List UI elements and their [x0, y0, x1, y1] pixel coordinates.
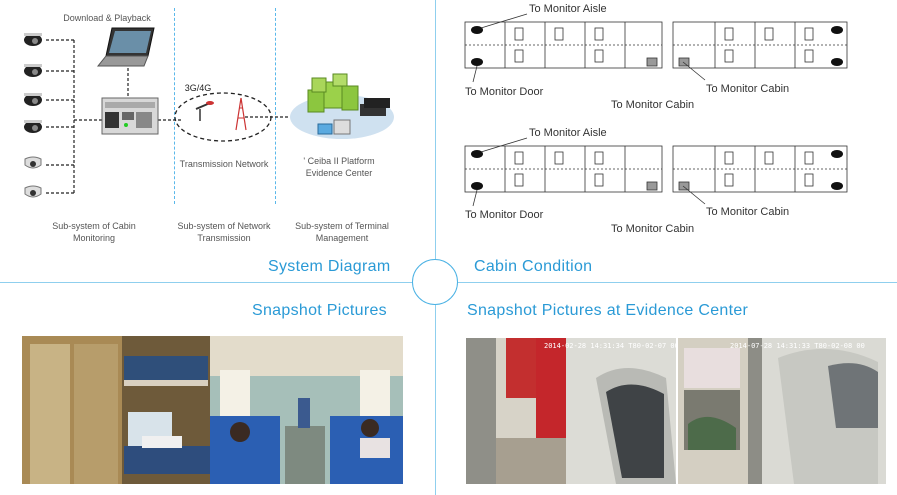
evidence-center-icon: [290, 73, 394, 139]
monitor-cabin-mid-label-2: To Monitor Cabin: [611, 223, 695, 235]
pointer-lines-row-2: [472, 137, 706, 207]
separator-dash-2: [275, 8, 276, 204]
dome-camera-icons: [24, 33, 42, 198]
laptop-icon: [96, 27, 155, 67]
terminal-subsystem-line-2: Management: [315, 233, 369, 243]
monitor-cabin-mid-label-1: To Monitor Cabin: [611, 99, 695, 111]
vertical-divider: [435, 0, 436, 495]
antenna-icon: [195, 101, 214, 121]
platform-line-1: ' Ceiba II Platform: [303, 156, 375, 166]
system-diagram-graphic: [24, 27, 394, 198]
cabin-floorplans: [464, 13, 848, 207]
separator-dash-1: [174, 8, 175, 204]
monitor-aisle-label-1: To Monitor Aisle: [529, 3, 607, 15]
monitor-cabin-right-label-1: To Monitor Cabin: [706, 83, 790, 95]
monitor-cabin-right-label-2: To Monitor Cabin: [706, 206, 790, 218]
evidence-cabin-photo: 2014-07-28 14:31:33 T80-02-08 00: [678, 338, 886, 484]
floorplan-row-2: [464, 145, 848, 193]
download-playback-label: Download & Playback: [63, 13, 151, 23]
camera-markers-row-1: [471, 26, 843, 66]
mobile-dvr-icon: [101, 97, 159, 135]
network-subsystem-label: Sub-system of Network Transmission: [166, 220, 282, 244]
network-subsystem-line-2: Transmission: [197, 233, 251, 243]
transmission-network-label: Transmission Network: [179, 159, 269, 169]
network-cloud: [174, 92, 272, 142]
cabin-subsystem-line-2: Monitoring: [72, 233, 116, 243]
cell-tower-icon: [235, 97, 247, 131]
network-subsystem-line-1: Sub-system of Network: [177, 221, 271, 231]
camera-wiring: [46, 39, 290, 194]
floorplan-row-1: [464, 21, 848, 69]
evidence-right-timestamp: 2014-07-28 14:31:33 T80-02-08 00: [730, 342, 865, 350]
monitor-door-label-1: To Monitor Door: [465, 86, 544, 98]
center-circle: [412, 259, 458, 305]
sleeper-cabin-photo: [22, 336, 210, 484]
monitor-aisle-label-2: To Monitor Aisle: [529, 127, 607, 139]
pointer-lines-row-1: [472, 13, 706, 83]
seating-cabin-photo: [210, 336, 403, 484]
terminal-subsystem-label: Sub-system of Terminal Management: [284, 220, 400, 244]
cabin-subsystem-line-1: Sub-system of Cabin: [52, 221, 136, 231]
camera-markers-row-2: [471, 150, 843, 190]
platform-label: ' Ceiba II Platform Evidence Center: [284, 155, 394, 179]
evidence-door-photo: 2014-02-28 14:31:34 T80-02-07 00: [466, 338, 676, 484]
evidence-left-timestamp: 2014-02-28 14:31:34 T80-02-07 00: [544, 342, 676, 350]
snapshot-pictures-title: Snapshot Pictures: [252, 302, 387, 319]
cabin-subsystem-label: Sub-system of Cabin Monitoring: [38, 220, 150, 244]
snapshot-evidence-title: Snapshot Pictures at Evidence Center: [467, 302, 749, 319]
platform-line-2: Evidence Center: [305, 168, 373, 178]
monitor-door-label-2: To Monitor Door: [465, 209, 544, 221]
cabin-condition-title: Cabin Condition: [474, 258, 593, 275]
terminal-subsystem-line-1: Sub-system of Terminal: [295, 221, 389, 231]
system-diagram-title: System Diagram: [268, 258, 391, 275]
network-3g-label: 3G/4G: [184, 83, 212, 93]
